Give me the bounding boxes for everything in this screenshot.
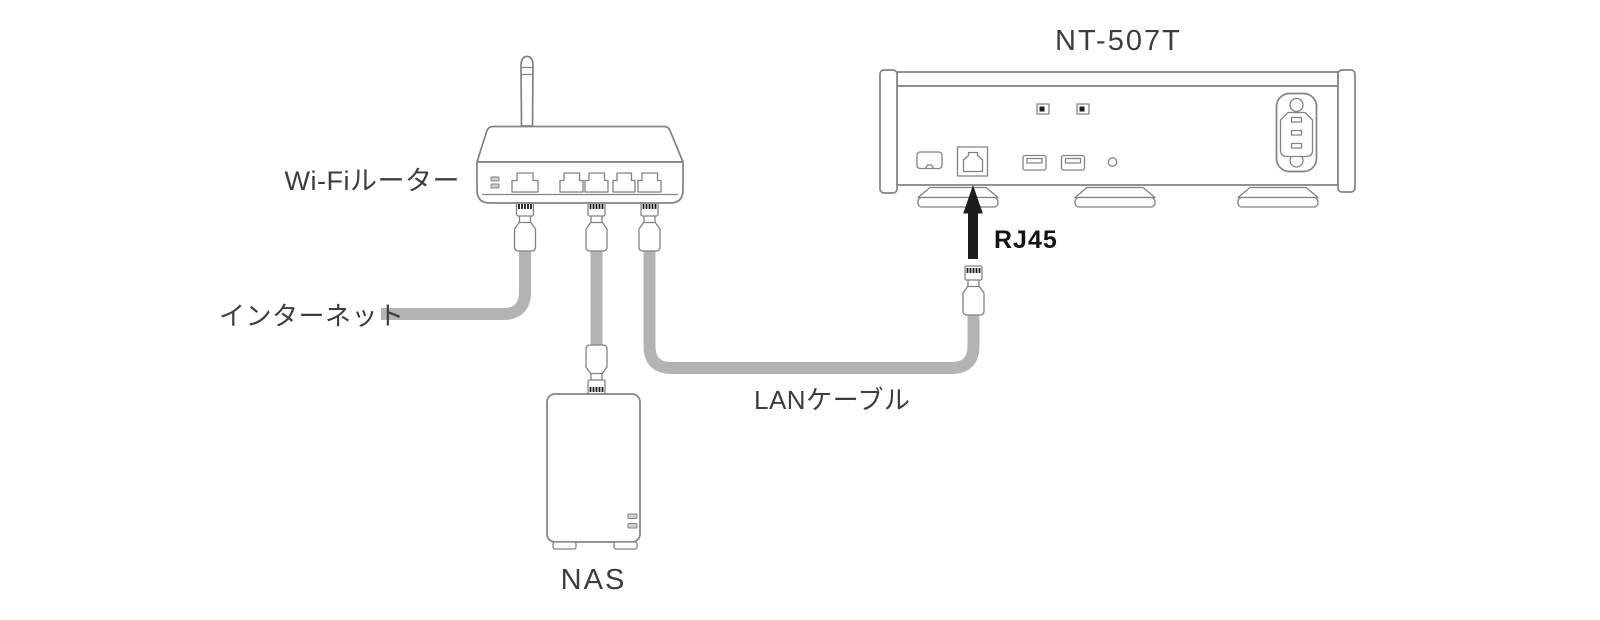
nt507t-right-bracket — [1337, 69, 1356, 193]
rj45-arrow-icon — [963, 185, 983, 259]
switch-icon-2 — [1076, 103, 1090, 115]
lan-port-jack — [962, 151, 984, 173]
nt507t-device — [879, 69, 1356, 208]
optical-port-notch — [924, 164, 935, 169]
nas-device — [546, 393, 641, 550]
reset-hole-icon — [1107, 157, 1118, 167]
nt507t-left-bracket — [879, 69, 898, 194]
router-port-lan2 — [584, 172, 609, 193]
cables — [381, 248, 980, 374]
router-wan-plug-icon — [513, 201, 537, 252]
nas-led-1 — [627, 513, 638, 519]
router-port-wan — [511, 172, 539, 193]
router-lan-plug-2-icon — [638, 201, 661, 252]
nas-body — [546, 393, 641, 543]
router-lan-plug-1-icon — [585, 201, 608, 252]
wifi-router-device — [476, 55, 684, 204]
ac-inlet-icon — [1275, 92, 1318, 173]
optical-port-icon — [916, 151, 943, 170]
nt507t-top-rail — [896, 71, 1339, 87]
router-port-lan3 — [612, 172, 636, 193]
internet-label: インターネット — [219, 301, 405, 331]
nas-plug-icon — [585, 344, 608, 395]
router-port-lan4 — [637, 172, 662, 193]
nt507t-feet — [917, 186, 1319, 208]
router-led-2 — [490, 183, 500, 189]
usb-port-1-tongue — [1026, 157, 1043, 164]
internet-cable — [381, 248, 531, 320]
rj45-label: RJ45 — [994, 226, 1058, 254]
nas-led-2 — [627, 523, 638, 529]
nt507t-plug-icon — [962, 265, 985, 316]
nas-foot-right — [613, 541, 638, 550]
router-antenna-segments — [521, 66, 533, 76]
wifi-router-label: Wi-Fiルーター — [284, 166, 460, 196]
router-top-face — [476, 125, 684, 163]
device-title: NT-507T — [1055, 25, 1182, 57]
lan-cable-label: LANケーブル — [754, 385, 911, 415]
router-port-lan1 — [559, 172, 584, 193]
lan-cable-line — [643, 248, 980, 374]
nas-label: NAS — [560, 564, 627, 596]
nas-foot-left — [552, 541, 577, 550]
usb-port-2-tongue — [1064, 157, 1082, 164]
router-led-1 — [490, 176, 500, 182]
switch-icon-1 — [1036, 103, 1050, 115]
